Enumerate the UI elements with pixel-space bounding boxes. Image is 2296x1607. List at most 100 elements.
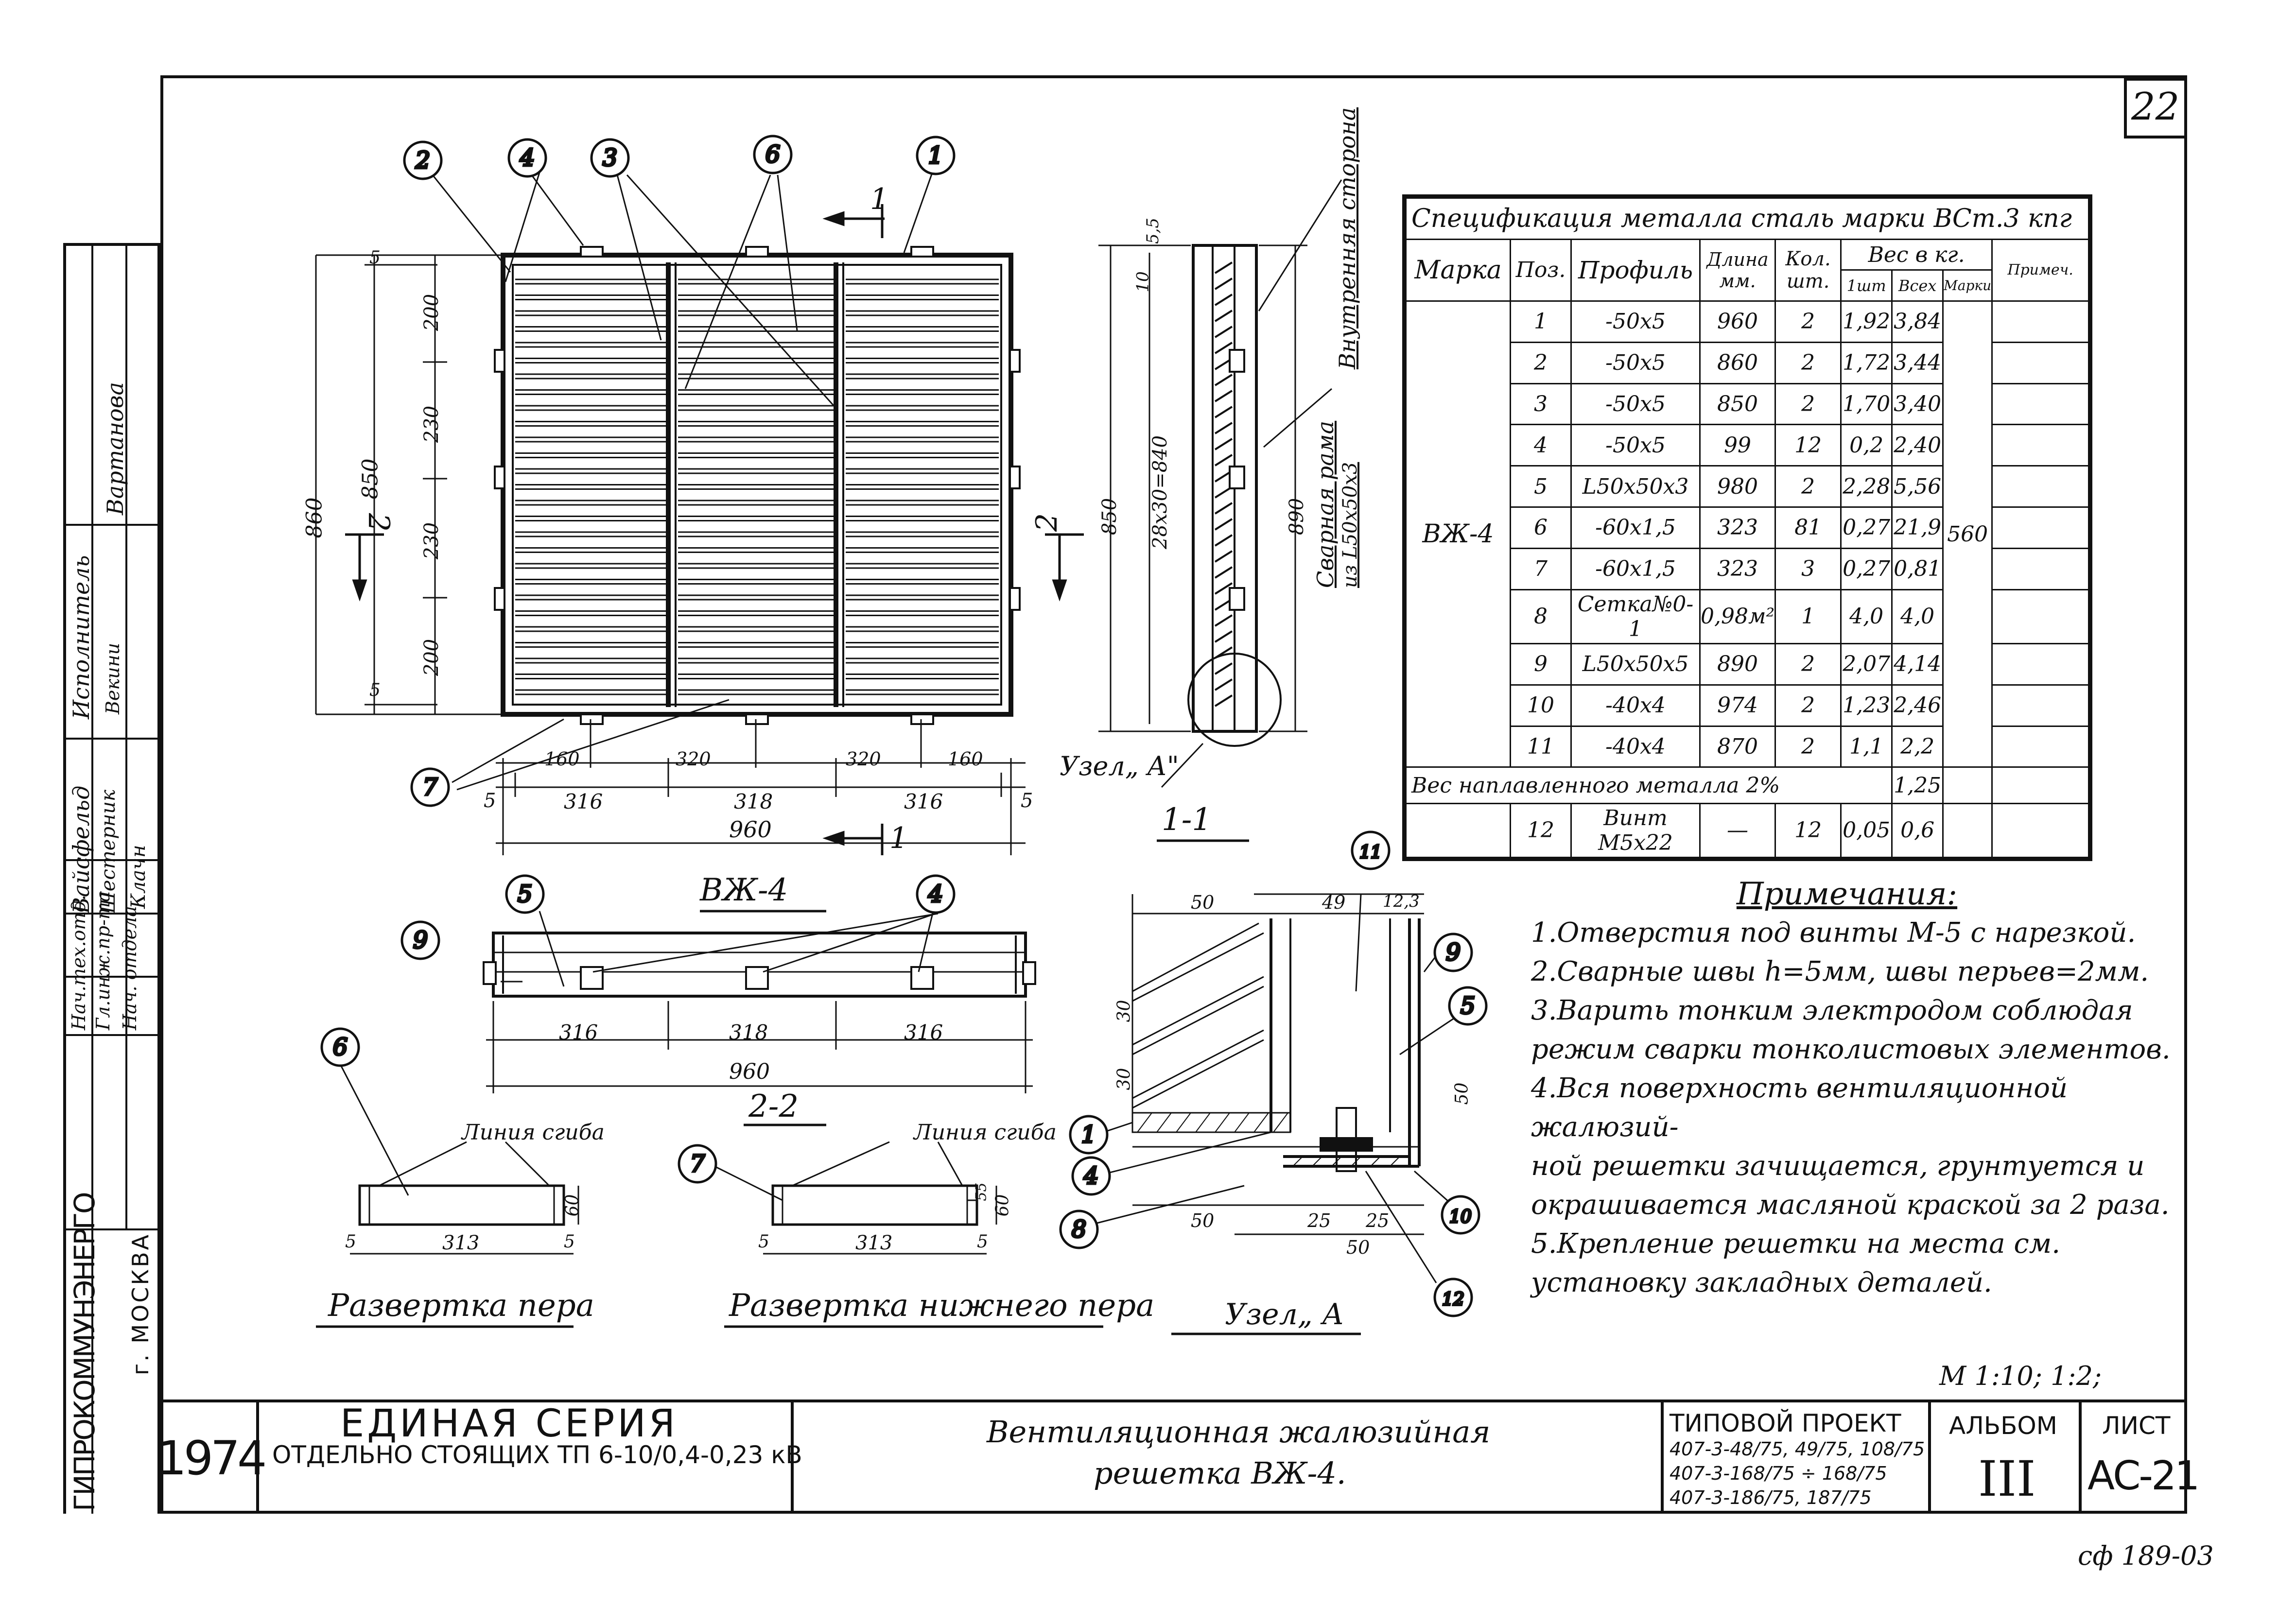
section-blade (1214, 310, 1233, 322)
signature-strip-grid (63, 243, 160, 1514)
callout-circle (916, 874, 956, 914)
spec-cell-poz: 4 (1510, 424, 1572, 467)
title-album-h: АЛЬБОМ (1949, 1412, 2057, 1440)
callout-circle (400, 920, 440, 960)
title-name-2: решетка ВЖ-4. (1094, 1455, 1346, 1491)
section-blade (1214, 390, 1233, 402)
section-blade (1214, 678, 1233, 691)
section-blade (1214, 502, 1233, 515)
spec-cell-vseh: 3,44 (1891, 341, 1944, 384)
section-blade (1214, 630, 1233, 643)
spec-h-ves: Вес в кг. (1840, 238, 1993, 271)
title-name-1: Вентиляционная жалюзийная (987, 1414, 1491, 1450)
bend-line-label-2: Линия сгиба (914, 1120, 1057, 1145)
dim-plan-960: 960 (729, 1059, 770, 1084)
scale-label: М 1:10; 1:2; (1939, 1361, 2102, 1391)
spec-cell-vseh: 2,2 (1891, 725, 1944, 768)
blade-development (358, 1184, 565, 1226)
node-a-title: Узел„ А (1225, 1297, 1344, 1331)
callout-circle (505, 874, 545, 914)
dim-side-10: 10 (1133, 271, 1153, 293)
dim-node-30-b: 30 (1114, 1068, 1134, 1090)
spec-cell-vseh: 3,40 (1891, 382, 1944, 426)
dim-60-b: 60 (992, 1194, 1013, 1217)
spec-cell-kol: 81 (1774, 506, 1842, 549)
spec-cell-dlina: 0,98м² (1699, 588, 1776, 644)
dim-node-30-a: 30 (1114, 1000, 1134, 1022)
section-blade (1214, 662, 1233, 675)
spec-cell-sht: 1,23 (1840, 684, 1893, 727)
callout-number: 4 (928, 881, 943, 908)
note-line: 5.Крепление решетки на места см. (1531, 1228, 2060, 1260)
spec-cell-kol: 12 (1774, 424, 1842, 467)
spec-h-kol: Кол. шт. (1774, 238, 1842, 302)
spec-cell-profil: -50x5 (1570, 424, 1701, 467)
title-project-2: 407-3-168/75 ÷ 168/75 (1670, 1463, 1887, 1484)
callout-circle (507, 138, 547, 178)
dim-side-28x30: 28x30=840 (1149, 435, 1172, 550)
section-blade (1214, 566, 1233, 579)
dim-dev-5-a: 5 (345, 1232, 356, 1252)
callout-number: 8 (1072, 1216, 1087, 1243)
spec-row12-profil: Винт М5x22 (1570, 802, 1701, 859)
notes-block: Примечания: 1.Отверстия под винты М-5 с … (1531, 875, 2211, 1302)
spec-cell-sht: 2,07 (1840, 642, 1893, 686)
dim-node-50-a: 50 (1191, 892, 1215, 913)
dim-plan-316-a: 316 (559, 1020, 598, 1044)
dim-side-850: 850 (1098, 498, 1121, 536)
title-block (160, 1400, 2187, 1514)
section-marker-1-bottom: 1 (889, 821, 908, 855)
spec-cell-poz: 11 (1510, 725, 1572, 768)
callout-circle (1059, 1210, 1099, 1249)
spec-cell-vseh: 2,46 (1891, 684, 1944, 727)
spec-cell-poz: 7 (1510, 547, 1572, 590)
dim-side-890: 890 (1286, 498, 1308, 536)
spec-h-poz: Поз. (1510, 238, 1572, 302)
dim-160-a: 160 (544, 748, 580, 770)
section-blade (1214, 277, 1233, 290)
sheet-frame (160, 75, 2187, 1514)
section-blade (1214, 550, 1233, 563)
inner-side-label: Внутренняя сторона (1334, 107, 1360, 369)
dim-plan-316-b: 316 (904, 1020, 943, 1044)
section-blade (1214, 342, 1233, 354)
spec-cell-dlina: 890 (1699, 642, 1776, 686)
dim-dev-5-b: 5 (564, 1232, 575, 1252)
spec-cell-sht: 0,27 (1840, 506, 1893, 549)
spec-weld-value: 1,25 (1891, 766, 1944, 804)
callout-number: 5 (1461, 992, 1476, 1019)
dim-node-50-c: 50 (1346, 1237, 1370, 1258)
section-blade (1214, 294, 1233, 306)
dim-320-a: 320 (676, 748, 711, 770)
note-line: 1.Отверстия под винты М-5 с нарезкой. (1531, 917, 2136, 949)
callout-number: 1 (1081, 1121, 1096, 1148)
spec-title: Спецификация металла сталь марки ВСт.3 к… (1405, 197, 2089, 240)
spec-cell-dlina: 323 (1699, 506, 1776, 549)
section-blade (1214, 534, 1233, 547)
callout-number: 3 (603, 144, 618, 172)
callout-number: 9 (413, 927, 428, 954)
callout-circle (320, 1027, 360, 1067)
title-project-h: ТИПОВОЙ ПРОЕКТ (1670, 1409, 1901, 1437)
title-list-h: ЛИСТ (2102, 1412, 2171, 1440)
spec-cell-profil: -60x1,5 (1570, 506, 1701, 549)
sheet-number-box (2124, 78, 2187, 138)
spec-cell-poz: 5 (1510, 465, 1572, 508)
spec-cell-profil: -50x5 (1570, 300, 1701, 343)
note-line: окрашивается масляной краской за 2 раза. (1531, 1189, 2170, 1221)
spec-cell-dlina: 850 (1699, 382, 1776, 426)
spec-cell-sht: 0,2 (1840, 424, 1893, 467)
title-series-1: ЕДИНАЯ СЕРИЯ (340, 1402, 678, 1446)
spec-cell-profil: L50x50x3 (1570, 465, 1701, 508)
callout-circle (590, 138, 630, 178)
signature-strip (63, 243, 160, 1514)
spec-cell-sht: 1,92 (1840, 300, 1893, 343)
section-title-1-1: 1-1 (1162, 802, 1212, 838)
spec-cell-kol: 2 (1774, 382, 1842, 426)
dim-960: 960 (729, 816, 772, 843)
dim-200-b: 200 (420, 639, 443, 676)
